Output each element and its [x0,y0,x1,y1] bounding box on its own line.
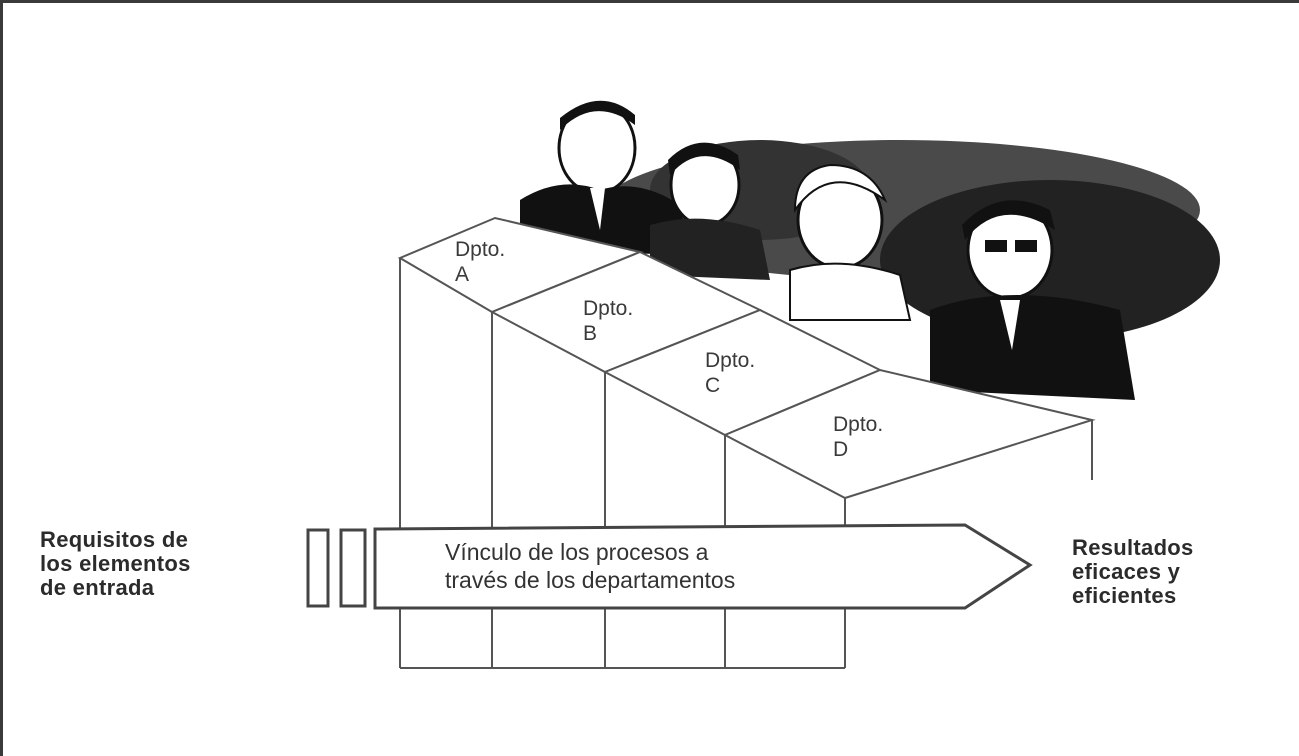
dept-c-label-line1: Dpto. [705,349,756,372]
dept-c-label: Dpto. C [705,348,755,398]
person-d-figure [930,200,1135,400]
dept-a-label-line2: A [455,263,470,286]
outputs-label-line3: eficientes [1072,583,1177,608]
dept-a-label-line1: Dpto. [455,238,506,261]
input-bars [306,528,367,608]
dept-d-label-line2: D [833,438,849,461]
process-label-line2: través de los departamentos [445,567,736,593]
dept-b-label: Dpto. B [583,296,633,346]
dept-a-label: Dpto. A [455,237,505,287]
input-bar-1 [306,528,330,608]
input-bar-2 [339,528,367,608]
outputs-label: Resultados eficaces y eficientes [1072,536,1194,608]
dept-d-label-line1: Dpto. [833,413,884,436]
department-tops [397,216,1096,500]
crowd-illustration [520,100,1220,400]
inputs-label-line2: los elementos [40,551,191,576]
inputs-label: Requisitos de los elementos de entrada [40,528,191,600]
dept-c-label-line2: C [705,374,721,397]
process-arrow [373,523,1033,610]
dept-b-label-line2: B [583,322,598,345]
dept-b-label-line1: Dpto. [583,297,634,320]
outputs-label-line1: Resultados [1072,535,1194,560]
person-c-figure [789,163,912,321]
person-b-figure [650,142,770,280]
process-label-line1: Vínculo de los procesos a [445,539,709,565]
inputs-label-line1: Requisitos de [40,527,189,552]
outputs-label-line2: eficaces y [1072,559,1181,584]
process-label: Vínculo de los procesos a través de los … [445,538,735,594]
inputs-label-line3: de entrada [40,575,155,600]
dept-d-label: Dpto. D [833,412,883,462]
